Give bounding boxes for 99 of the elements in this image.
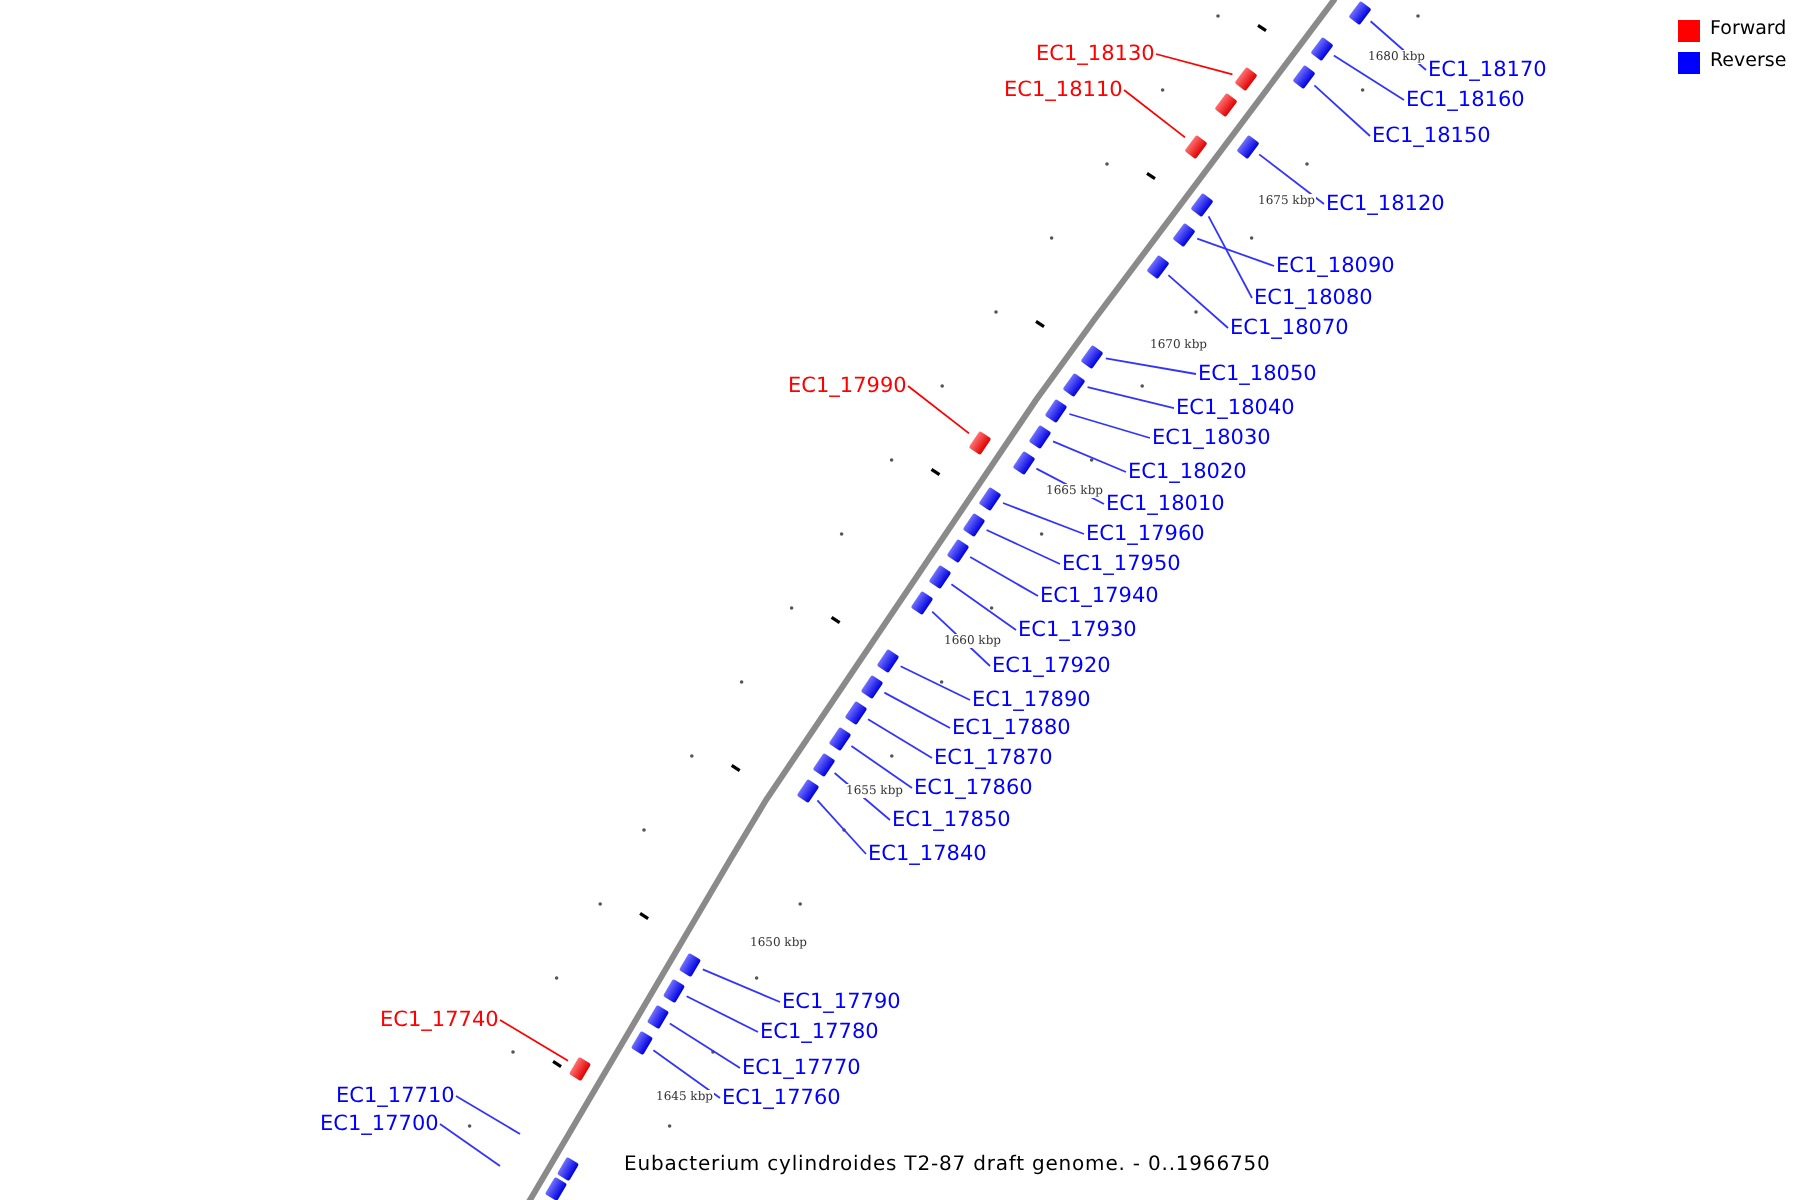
leader-line <box>1002 502 1085 535</box>
caption: Eubacterium cylindroides T2-87 draft genome. - 0..1966750 <box>624 1154 1271 1176</box>
leader-line <box>455 1095 521 1135</box>
leader-line <box>907 385 970 435</box>
gene-label: EC1_18010 <box>1106 492 1225 516</box>
gene-block <box>968 429 992 455</box>
gene-label: EC1_17740 <box>380 1008 499 1032</box>
leader-line <box>1196 237 1275 267</box>
gene-label: EC1_18030 <box>1152 426 1271 450</box>
gene-label: EC1_17890 <box>972 688 1091 712</box>
gene-block <box>556 1155 580 1181</box>
leader-line <box>1123 89 1186 139</box>
gene-label: EC1_17840 <box>868 842 987 866</box>
gene-label: EC1_17700 <box>320 1112 439 1136</box>
gene-label: EC1_18160 <box>1406 88 1525 112</box>
gene-label: EC1_18150 <box>1372 124 1491 148</box>
gene-label: EC1_18020 <box>1128 460 1247 484</box>
gene-block <box>1348 0 1372 25</box>
leader-line <box>1313 84 1371 137</box>
gene-block <box>630 1029 654 1055</box>
gene-block <box>1028 423 1052 449</box>
gene-block <box>1062 371 1086 397</box>
leader-line <box>668 1022 741 1069</box>
legend-label: Reverse <box>1710 50 1787 72</box>
gene-label: EC1_18110 <box>1004 78 1123 102</box>
gene-label: EC1_18120 <box>1326 192 1445 216</box>
gene-label: EC1_17880 <box>952 716 1071 740</box>
gene-block <box>1080 343 1104 369</box>
leader-line <box>969 556 1039 597</box>
gene-block <box>812 751 836 777</box>
gene-block <box>544 1175 568 1200</box>
leader-line <box>1207 215 1253 299</box>
gene-label: EC1_17860 <box>914 776 1033 800</box>
gene-label: EC1_18050 <box>1198 362 1317 386</box>
gene-label: EC1_17960 <box>1086 522 1205 546</box>
gene-label: EC1_17950 <box>1062 552 1181 576</box>
gene-label: EC1_18170 <box>1428 58 1547 82</box>
gene-block <box>1190 191 1214 217</box>
leader-line <box>1258 153 1325 205</box>
gene-block <box>1310 35 1334 61</box>
leader-line <box>652 1049 721 1099</box>
gene-block <box>1184 133 1208 159</box>
gene-label: EC1_18130 <box>1036 42 1155 66</box>
leader-line <box>1155 53 1234 76</box>
gene-label: EC1_17990 <box>788 374 907 398</box>
gene-label: EC1_17780 <box>760 1020 879 1044</box>
leader-line <box>1332 54 1405 101</box>
leader-line <box>439 1123 501 1167</box>
gene-label: EC1_17870 <box>934 746 1053 770</box>
gene-label: EC1_17790 <box>782 990 901 1014</box>
gene-block <box>1146 253 1170 279</box>
gene-label: EC1_17930 <box>1018 618 1137 642</box>
gene-block <box>978 485 1002 511</box>
gene-block <box>910 589 934 615</box>
leader-line <box>985 529 1061 565</box>
gene-label: EC1_17760 <box>722 1086 841 1110</box>
gene-block <box>1236 133 1260 159</box>
gene-label: EC1_17770 <box>742 1056 861 1080</box>
leader-line <box>899 665 971 701</box>
gene-label: EC1_18040 <box>1176 396 1295 420</box>
gene-block <box>1214 91 1238 117</box>
gene-block <box>568 1055 592 1081</box>
leader-line <box>816 799 867 855</box>
gene-block <box>1012 449 1036 475</box>
leader-line <box>1167 274 1229 329</box>
leader-line <box>1068 413 1151 439</box>
gene-block <box>876 647 900 673</box>
gene-label: EC1_18090 <box>1276 254 1395 278</box>
leader-line <box>499 1019 569 1062</box>
gene-block <box>860 673 884 699</box>
leader-line <box>850 745 913 789</box>
gene-block <box>946 537 970 563</box>
leader-line <box>685 995 759 1033</box>
leader-line <box>883 691 951 729</box>
gene-label: EC1_17940 <box>1040 584 1159 608</box>
gene-label: EC1_17850 <box>892 808 1011 832</box>
gene-block <box>828 725 852 751</box>
gene-label: EC1_18070 <box>1230 316 1349 340</box>
gene-block <box>1234 65 1258 91</box>
leader-line <box>701 968 781 1003</box>
gene-block <box>646 1003 670 1029</box>
gene-block <box>962 511 986 537</box>
leader-line <box>1086 386 1175 409</box>
gene-label: EC1_18080 <box>1254 286 1373 310</box>
gene-block <box>796 777 820 803</box>
leader-line <box>950 583 1017 631</box>
gene-block <box>662 977 686 1003</box>
gene-block <box>1292 63 1316 89</box>
gene-block <box>928 563 952 589</box>
leader-line <box>1052 440 1127 473</box>
gene-block <box>1172 221 1196 247</box>
gene-block <box>678 951 702 977</box>
leader-line <box>867 718 933 759</box>
gene-label: EC1_17710 <box>336 1084 455 1108</box>
leader-line <box>1104 357 1197 375</box>
gene-block <box>1044 397 1068 423</box>
gene-block <box>844 699 868 725</box>
legend-label: Forward <box>1710 18 1787 40</box>
gene-label: EC1_17920 <box>992 654 1111 678</box>
